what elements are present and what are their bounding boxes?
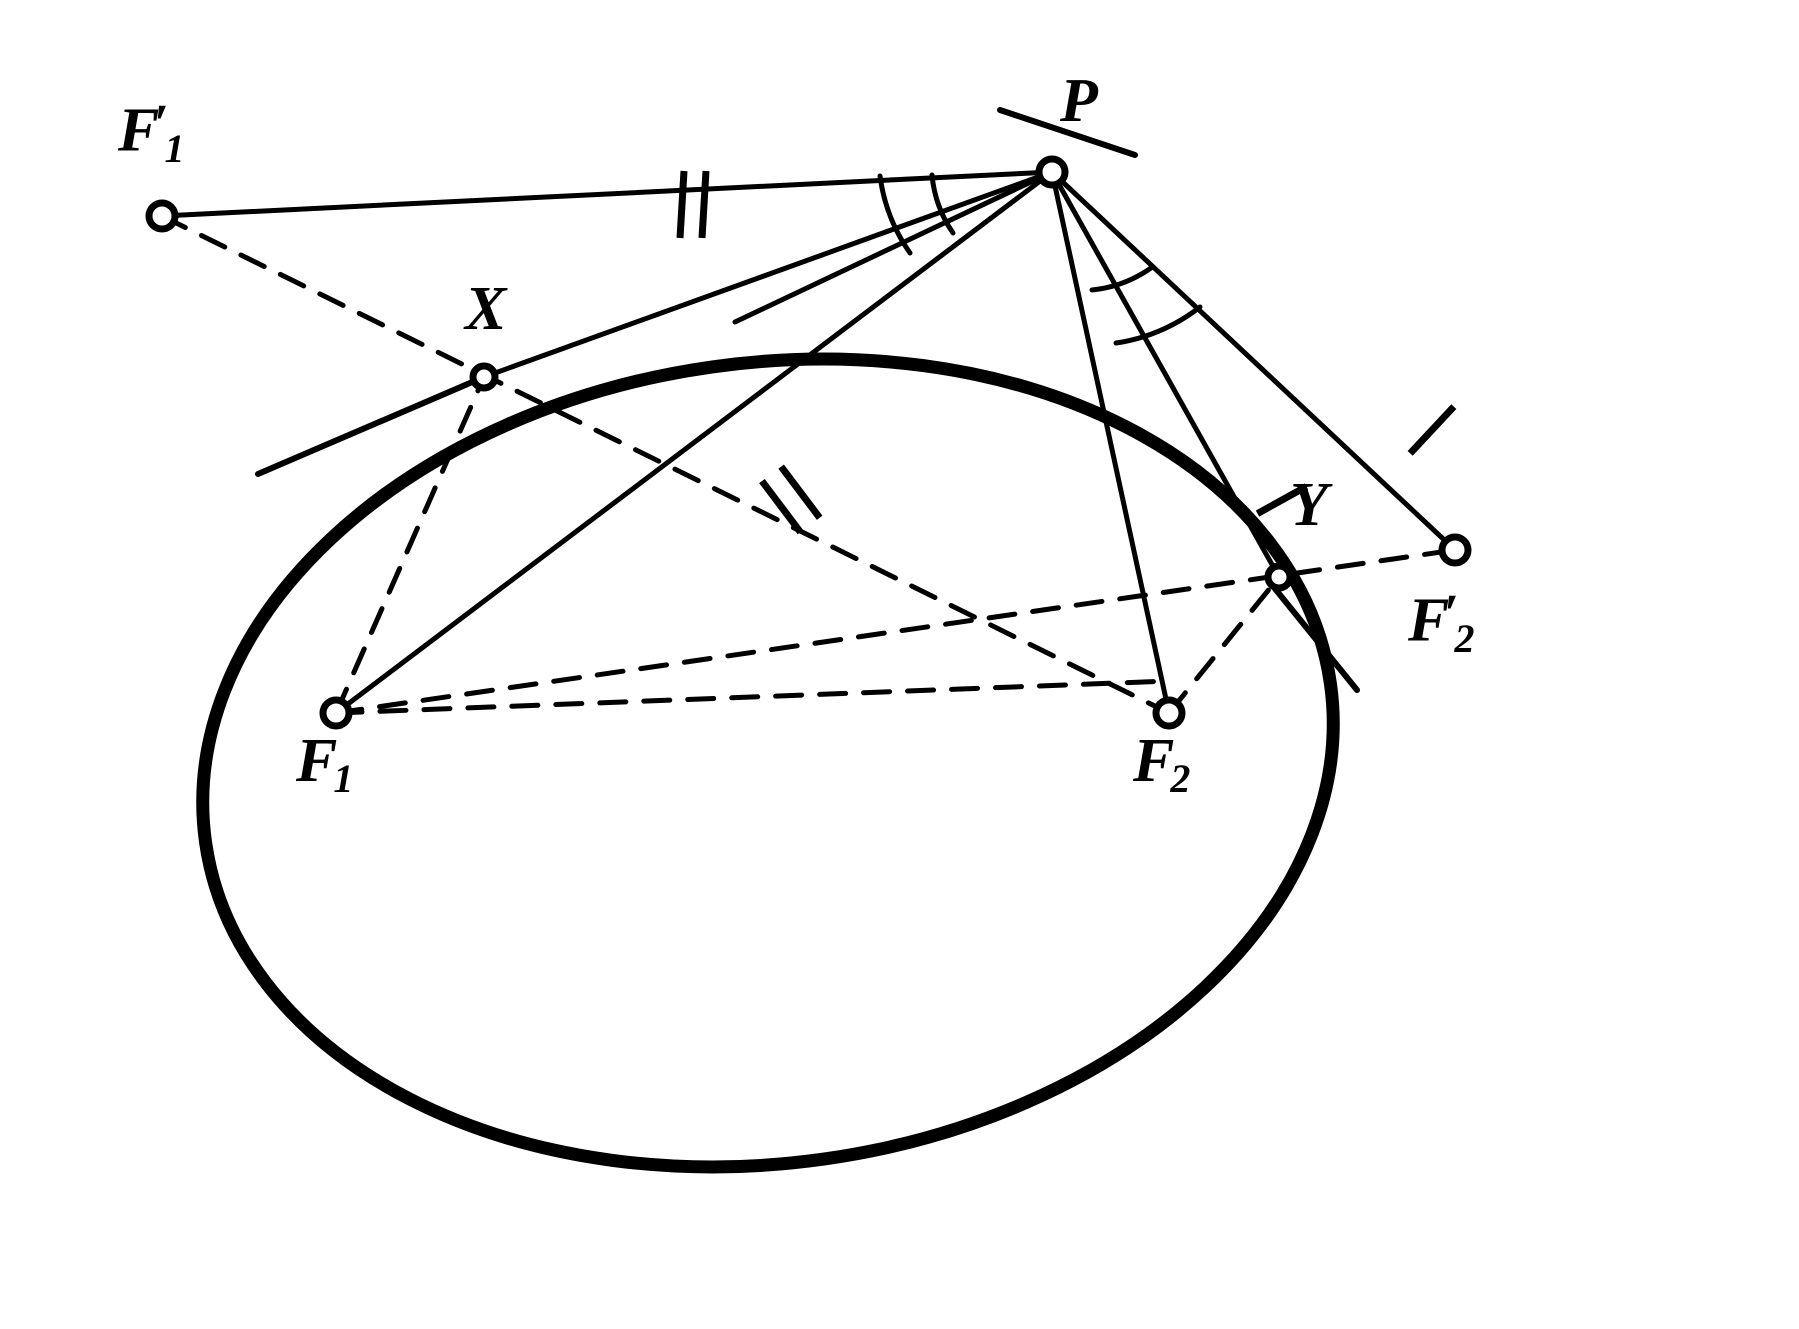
segment-F1prime-to-P [159, 169, 1055, 219]
tick-stroke [1255, 483, 1309, 517]
point-marker-F1[interactable] [319, 696, 353, 730]
label-F1-prime-base: F [118, 96, 160, 165]
tick-stroke [759, 478, 804, 535]
label-F2-sub: 2 [1170, 756, 1191, 802]
tick-single-on-P-F2prime [1407, 404, 1457, 456]
label-F2-base: F [1133, 727, 1175, 795]
label-F2-prime-base: F [1408, 586, 1450, 655]
solid-segments-group [159, 169, 1458, 716]
tangent-at-P [997, 107, 1138, 158]
point-marker-Y[interactable] [1264, 562, 1294, 592]
label-P: P [1060, 70, 1098, 132]
label-Y: Y [1290, 474, 1328, 536]
segment-F1-to-P [333, 169, 1055, 716]
segment-P-through-X-extended [732, 169, 1055, 325]
label-Y-base: Y [1290, 471, 1328, 539]
tangent-at-X [255, 380, 473, 477]
label-X: X [465, 278, 506, 340]
segment-P-to-Y [1049, 169, 1282, 580]
angle-arc-at-P-left-outer [929, 172, 956, 236]
angle-arc-at-P-left-inner [877, 173, 913, 256]
label-F2-prime-sub: 2 [1454, 615, 1475, 661]
label-F1-base: F [296, 727, 338, 795]
tick-stroke [1407, 404, 1457, 456]
label-F1-prime-mark: ′ [153, 93, 169, 153]
segment-F2-to-Y-dashed [1166, 574, 1282, 716]
point-markers-group [145, 155, 1472, 730]
point-marker-X[interactable] [469, 362, 499, 392]
label-X-base: X [465, 275, 507, 343]
label-F2: F2 [1133, 730, 1190, 799]
ellipse-group [196, 352, 1340, 1174]
tick-marks-group [676, 170, 1457, 535]
label-F1: F1 [296, 730, 353, 799]
point-marker-F2-prime[interactable] [1438, 533, 1472, 567]
angle-arc-at-P-right-inner [1113, 304, 1203, 346]
segment-F1-to-X-dashed [333, 374, 487, 716]
tangent-lines-group [255, 107, 1360, 693]
segment-F1prime-to-F2-dashed [159, 213, 1172, 716]
angle-arc-at-P-right-outer [1089, 265, 1154, 293]
angle-marks-group [877, 172, 1203, 346]
tick-stroke [676, 170, 688, 239]
dashed-segments-group [159, 213, 1458, 716]
tick-double-on-F1prime-P [676, 170, 710, 239]
point-marker-F1-prime[interactable] [145, 199, 179, 233]
ellipse-curve [196, 352, 1340, 1174]
tick-stroke [778, 464, 823, 520]
label-F2-prime: F′2 [1408, 586, 1475, 659]
label-F1-prime-sub: 1 [164, 125, 185, 171]
label-F1-sub: 1 [333, 756, 354, 802]
tangent-at-Y [1269, 582, 1360, 693]
point-marker-F2[interactable] [1152, 696, 1186, 730]
tick-single-on-P-Y [1255, 483, 1309, 517]
tick-double-on-F1-P [759, 464, 823, 535]
segment-P-to-X [481, 169, 1055, 380]
segment-P-to-F2 [1049, 169, 1172, 716]
label-F1-prime: F′1 [118, 96, 185, 169]
label-F2-prime-mark: ′ [1443, 583, 1459, 643]
segment-F1-to-F2-dashed [333, 678, 1171, 716]
segment-P-to-F2prime [1049, 169, 1458, 553]
label-P-base: P [1060, 67, 1098, 135]
point-marker-P[interactable] [1035, 155, 1069, 189]
tick-stroke [698, 170, 710, 239]
